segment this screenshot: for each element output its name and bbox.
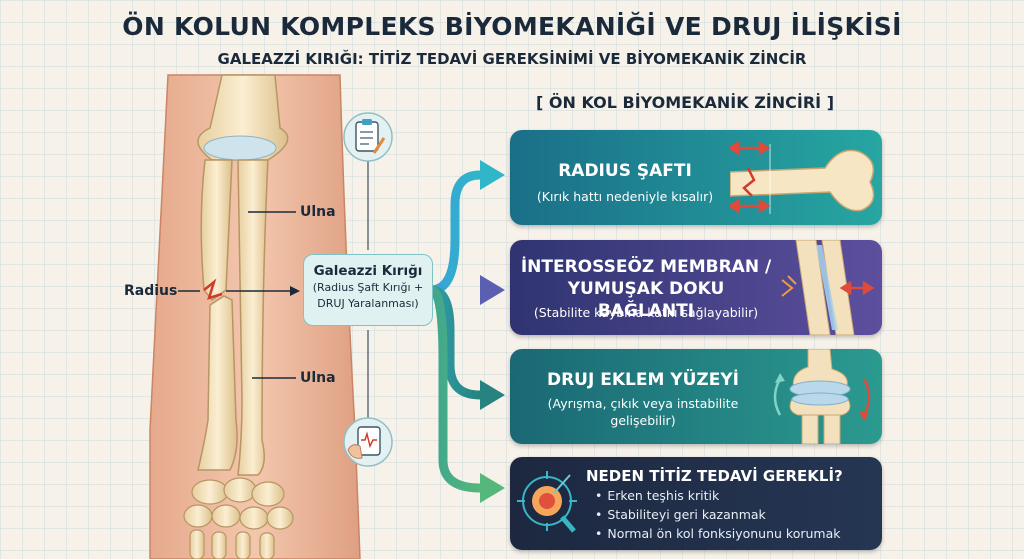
galeazzi-desc-1: (Radius Şaft Kırığı + [312, 281, 424, 294]
card-membrane-title-2: YUMUŞAK DOKU BAĞLANTI [567, 279, 725, 321]
chain-heading: [ ÖN KOL BİYOMEKANİK ZİNCİRİ ] [536, 93, 834, 112]
radius-lower [197, 295, 238, 471]
card-druj-joint: DRUJ EKLEM YÜZEYİ (Ayrışma, çıkık veya i… [510, 349, 882, 444]
membrane-illustration [781, 240, 875, 335]
card-radius-shaft-title: RADIUS ŞAFTI [558, 161, 692, 181]
radius-shaft-illustration [730, 140, 875, 214]
bullet-preserve-function: Normal ön kol fonksiyonunu korumak [595, 526, 840, 541]
card-membrane-title-1: İNTEROSSEÖZ MEMBRAN / [520, 257, 772, 277]
clipboard-icon [343, 112, 393, 162]
red-double-arrow-bottom [730, 198, 771, 214]
target-magnifier-icon [517, 471, 577, 533]
ulna-bone [237, 159, 269, 476]
red-double-arrow-top [730, 140, 771, 156]
card-membrane-desc: (Stabilite kaybına katkı sağlayabilir) [533, 305, 759, 320]
arrow-to-why [429, 285, 481, 493]
medical-report-icon [343, 417, 393, 467]
card-interosseous-membrane: İNTEROSSEÖZ MEMBRAN / YUMUŞAK DOKU BAĞLA… [510, 240, 882, 335]
card-radius-shaft-desc: (Kırık hattı nedeniyle kısalır) [536, 189, 714, 204]
card-radius-shaft: RADIUS ŞAFTI (Kırık hattı nedeniyle kısa… [510, 130, 882, 225]
carpal-bones [183, 477, 294, 559]
bullet-early-diagnosis: Erken teşhis kritik [595, 488, 719, 503]
page-title: ÖN KOLUN KOMPLEKS BİYOMEKANİĞİ VE DRUJ İ… [122, 12, 902, 41]
elbow-cartilage [203, 135, 277, 161]
ulna-label-bottom: Ulna [300, 370, 336, 386]
radius-upper [200, 159, 233, 302]
galeazzi-box: Galeazzi Kırığı (Radius Şaft Kırığı + DR… [303, 254, 433, 326]
arrow-to-radius-shaft [430, 170, 481, 295]
ulna-label-top: Ulna [300, 204, 336, 220]
card-druj-title: DRUJ EKLEM YÜZEYİ [546, 370, 739, 390]
card-druj-desc-2: gelişebilir) [610, 413, 676, 428]
card-why-title: NEDEN TİTİZ TEDAVİ GEREKLİ? [586, 467, 843, 485]
bullet-regain-stability: Stabiliteyi geri kazanmak [595, 507, 765, 522]
page-subtitle: GALEAZZİ KIRIĞI: TİTİZ TEDAVİ GEREKSİNİM… [217, 50, 807, 68]
galeazzi-title: Galeazzi Kırığı [313, 263, 423, 279]
fracture-line [203, 278, 223, 300]
druj-joint-illustration [773, 349, 871, 444]
card-druj-desc-1: (Ayrışma, çıkık veya instabilite [547, 396, 739, 411]
radius-label: Radius [124, 283, 178, 299]
galeazzi-desc-2: DRUJ Yaralanması) [317, 297, 419, 310]
